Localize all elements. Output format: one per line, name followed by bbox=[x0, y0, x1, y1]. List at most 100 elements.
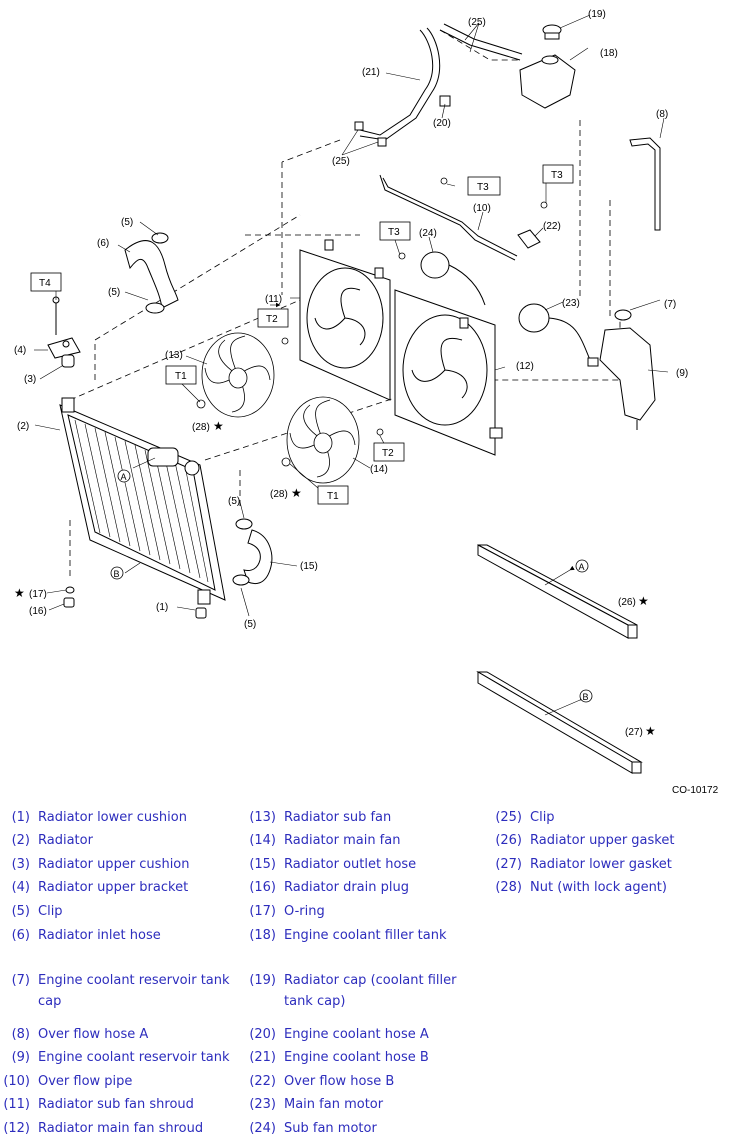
legend-item: (7)Engine coolant reservoir tank cap bbox=[0, 971, 238, 1012]
callout-21: (21) bbox=[362, 67, 380, 78]
legend-item-name: Radiator inlet hose bbox=[38, 928, 161, 943]
callout-16: (16) bbox=[29, 606, 47, 617]
callout-28a: (28) bbox=[192, 422, 210, 433]
legend-item: (17)O-ring bbox=[246, 902, 484, 923]
callout-5b: (5) bbox=[108, 287, 120, 298]
torque-tag-t1: T1 bbox=[175, 371, 187, 382]
callout-24: (24) bbox=[419, 228, 437, 239]
sub-fan-shroud-drawing bbox=[299, 239, 391, 401]
legend-item-number: (4) bbox=[11, 880, 30, 895]
callout-13: (13) bbox=[165, 350, 183, 361]
marker-b: B bbox=[114, 569, 120, 579]
radiator-drawing bbox=[59, 397, 226, 605]
legend-item-name: Radiator drain plug bbox=[284, 880, 409, 895]
legend-item-name: Over flow hose B bbox=[284, 1074, 395, 1089]
upper-bracket-drawing bbox=[47, 296, 81, 368]
legend-item-name: Radiator lower cushion bbox=[38, 810, 187, 825]
callout-25b: (25) bbox=[332, 156, 350, 167]
legend-item: (8) Over flow hose A bbox=[0, 1025, 238, 1046]
legend-item-number: (20) bbox=[249, 1027, 276, 1042]
legend-item-name: Radiator cap (coolant filler tank cap) bbox=[284, 973, 457, 1009]
figure-code: CO-10172 bbox=[672, 785, 719, 796]
legend-item-number: (14) bbox=[249, 833, 276, 848]
torque-tag-t4: T4 bbox=[39, 278, 51, 289]
outlet-hose-drawing bbox=[232, 518, 273, 586]
filler-tank-drawing bbox=[519, 24, 576, 109]
legend-item: (19) Radiator cap (coolant filler tank ca… bbox=[246, 971, 484, 1012]
legend-item: (20) Engine coolant hose A bbox=[246, 1025, 484, 1046]
legend-item-number: (18) bbox=[249, 928, 276, 943]
ab-markers bbox=[110, 469, 593, 703]
legend-item-number: (19) bbox=[249, 973, 276, 988]
legend-item: (5)Clip bbox=[0, 902, 238, 923]
legend-item-name: O-ring bbox=[284, 904, 325, 919]
legend-item-number: (8) bbox=[11, 1027, 30, 1042]
legend-item-number: (23) bbox=[249, 1097, 276, 1112]
marker-a: A bbox=[121, 472, 127, 482]
legend-item-name: Main fan motor bbox=[284, 1097, 384, 1112]
legend-item: (15)Radiator outlet hose bbox=[246, 855, 484, 876]
legend-item-name: Engine coolant reservoir tank bbox=[38, 1050, 230, 1065]
legend-item-number: (16) bbox=[249, 880, 276, 895]
legend-item-name: Engine coolant hose B bbox=[284, 1050, 429, 1065]
fan-motors-drawing bbox=[420, 251, 599, 367]
sub-fan-drawing bbox=[196, 332, 275, 418]
legend-item-name: Radiator upper gasket bbox=[530, 833, 675, 848]
legend-item-number: (24) bbox=[249, 1121, 276, 1136]
legend-item-number: (22) bbox=[249, 1074, 276, 1089]
legend-item-number: (25) bbox=[495, 810, 522, 825]
legend-item-number: (10) bbox=[3, 1074, 30, 1089]
legend-item-number: (9) bbox=[11, 1050, 30, 1065]
legend-item: (18)Engine coolant filler tank bbox=[246, 926, 484, 947]
callout-18: (18) bbox=[600, 48, 618, 59]
star-marker: ★ bbox=[645, 724, 656, 738]
legend-item-name: Clip bbox=[38, 904, 63, 919]
callout-22: (22) bbox=[543, 221, 561, 232]
legend-item-number: (28) bbox=[495, 880, 522, 895]
torque-tag-t3: T3 bbox=[388, 227, 400, 238]
drain-plug-drawing bbox=[63, 586, 207, 619]
legend-item-name: Radiator upper cushion bbox=[38, 857, 190, 872]
callout-labels: (1) (2) (3) (4) (5) (5) (5) (5) (6) (7) … bbox=[14, 9, 688, 738]
legend-item-name: Over flow hose A bbox=[38, 1027, 149, 1042]
star-marker: ★ bbox=[14, 586, 25, 600]
star-marker: ★ bbox=[638, 594, 649, 608]
legend-item-number: (2) bbox=[11, 833, 30, 848]
alignment-lines bbox=[69, 29, 621, 580]
callout-25a: (25) bbox=[468, 17, 486, 28]
torque-tag-t3: T3 bbox=[477, 182, 489, 193]
legend-item-number: (3) bbox=[11, 857, 30, 872]
torque-tag-t2: T2 bbox=[382, 448, 394, 459]
legend-item: (25) Clip bbox=[492, 808, 730, 829]
callout-12: (12) bbox=[516, 361, 534, 372]
legend-item-name: Clip bbox=[530, 810, 555, 825]
legend-item-name: Radiator sub fan shroud bbox=[38, 1097, 194, 1112]
exploded-view-diagram: (1) (2) (3) (4) (5) (5) (5) (5) (6) (7) … bbox=[14, 9, 688, 774]
legend-item: (1)Radiator lower cushion bbox=[0, 808, 238, 829]
callout-26: (26) bbox=[618, 597, 636, 608]
star-markers: ★ ★ ★ ★ ★ bbox=[14, 419, 656, 738]
legend-item: (6)Radiator inlet hose bbox=[0, 926, 238, 947]
callout-20: (20) bbox=[433, 118, 451, 129]
legend-item-number: (12) bbox=[3, 1121, 30, 1136]
legend-item: (26) Radiator upper gasket bbox=[492, 831, 730, 852]
legend-item-name: Engine coolant hose A bbox=[284, 1027, 429, 1042]
legend-item: (24)Sub fan motor bbox=[246, 1119, 484, 1140]
legend-item: (9) Engine coolant reservoir tank bbox=[0, 1048, 238, 1069]
legend-item: (28) Nut (with lock agent) bbox=[492, 878, 730, 899]
callout-27: (27) bbox=[625, 727, 643, 738]
callout-10: (10) bbox=[473, 203, 491, 214]
legend-item-number: (11) bbox=[3, 1097, 30, 1112]
legend-item-name: Radiator lower gasket bbox=[530, 857, 672, 872]
parts-legend: (1)Radiator lower cushion(2)Radiator(3)R… bbox=[0, 806, 740, 1146]
callout-2: (2) bbox=[17, 421, 29, 432]
callout-14: (14) bbox=[370, 464, 388, 475]
legend-item-name: Engine coolant reservoir tank cap bbox=[38, 973, 230, 1009]
callout-8: (8) bbox=[656, 109, 668, 120]
legend-item-name: Nut (with lock agent) bbox=[530, 880, 667, 895]
legend-item: (12)Radiator main fan shroud bbox=[0, 1119, 238, 1140]
callout-19: (19) bbox=[588, 9, 606, 20]
legend-item-number: (26) bbox=[495, 833, 522, 848]
callout-15: (15) bbox=[300, 561, 318, 572]
callout-28b: (28) bbox=[270, 489, 288, 500]
